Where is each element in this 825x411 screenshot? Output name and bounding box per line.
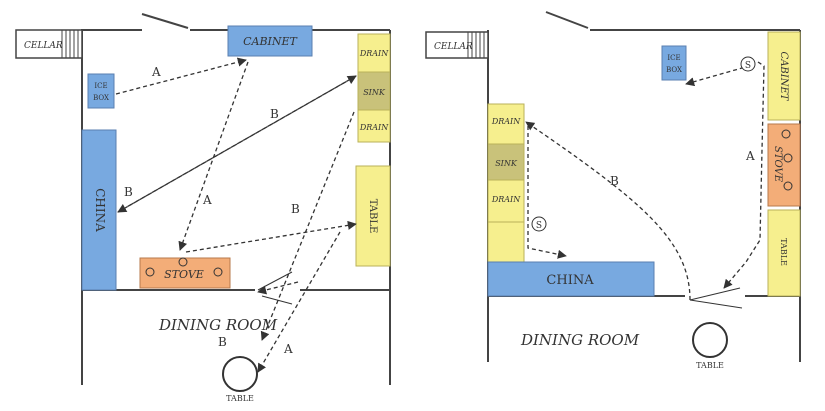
left-path-b3 [185, 220, 357, 253]
left-walls [81, 29, 142, 42]
left-ice-label-1: ICE [94, 82, 107, 90]
left-ice-box [87, 73, 115, 109]
right-path-a [723, 61, 765, 289]
cellar-stairs-left [15, 29, 83, 59]
left-path-b2 [117, 75, 357, 213]
right-door-line-2 [689, 299, 743, 309]
left-sink-label: SINK [363, 88, 386, 97]
right-route-b: B [610, 174, 619, 188]
left-door-line [261, 295, 293, 305]
left-door-swing [141, 13, 189, 29]
right-table-label: TABLE [779, 238, 788, 266]
left-burner-1 [145, 267, 155, 277]
right-stop-mark-1 [531, 216, 547, 232]
right-ice-label-2: BOX [666, 66, 682, 74]
left-door-line-2 [257, 271, 293, 291]
left-path-b4 [260, 111, 355, 341]
right-ice-label-1: ICE [667, 54, 680, 62]
left-china-label: CHINA [93, 188, 107, 232]
right-counter-end [487, 221, 525, 263]
left-burner-3 [213, 267, 223, 277]
left-path-a3 [257, 231, 341, 373]
left-drain-bottom [357, 109, 391, 143]
left-sink [357, 71, 391, 111]
left-burner-2 [178, 257, 188, 267]
right-burner-3 [783, 181, 793, 191]
left-drain-top-label: DRAIN [359, 49, 389, 58]
left-cellar-label: CELLAR [24, 41, 63, 51]
right-table [767, 209, 801, 297]
left-ice-label-2: BOX [93, 94, 109, 102]
left-drain-bottom-label: DRAIN [359, 123, 389, 132]
left-route-b-1: B [270, 107, 279, 121]
right-china-label: CHINA [546, 273, 594, 288]
left-route-b-4: B [218, 335, 227, 349]
left-stove [139, 257, 231, 289]
right-burner-1 [781, 129, 791, 139]
right-drain-bottom [487, 179, 525, 223]
left-route-b-3: B [291, 202, 300, 216]
left-path-a2 [178, 61, 249, 251]
right-sink [487, 143, 525, 181]
left-cabinet-label: CABINET [243, 35, 298, 48]
left-dining-table-label: TABLE [226, 394, 254, 403]
left-china [81, 129, 117, 291]
right-stop-mark-2 [740, 56, 756, 72]
right-cellar-label: CELLAR [434, 42, 473, 52]
plan-left: CELLAR CABINET ICE BOX DRAIN SINK DRAIN … [15, 13, 391, 403]
right-cabinet-label: CABINET [778, 52, 789, 102]
right-door-swing [545, 11, 589, 29]
right-china [487, 261, 655, 297]
right-sink-label: SINK [495, 159, 518, 168]
right-drain-top [487, 103, 525, 145]
right-drain-top-label: DRAIN [491, 117, 521, 126]
left-path-a1 [115, 57, 247, 95]
left-route-a-2: A [202, 193, 212, 207]
right-dining-table-label: TABLE [696, 361, 724, 370]
right-stop-mark-2-label: S [745, 61, 751, 71]
left-table [355, 165, 391, 267]
right-ice-box [661, 45, 687, 81]
right-stop-mark-1-label: S [536, 221, 542, 231]
right-door-line-1 [689, 287, 741, 301]
right-path-b [525, 121, 691, 301]
left-route-a-1: A [151, 65, 161, 79]
right-cabinet [767, 31, 801, 121]
left-route-a-3: A [283, 342, 293, 356]
right-route-a: A [745, 149, 755, 163]
plan-right: CELLAR ICE BOX CABINET STOVE TABLE DRAIN… [425, 11, 801, 370]
left-cabinet [227, 25, 313, 57]
left-route-b-2: B [124, 185, 133, 199]
right-drain-bottom-label: DRAIN [491, 195, 521, 204]
right-dining-table [692, 322, 728, 358]
left-table-label: TABLE [367, 199, 378, 234]
right-burner-2 [783, 153, 793, 163]
left-stove-label: STOVE [164, 268, 204, 281]
right-path-icebox [685, 67, 743, 87]
left-dining-room-label: DINING ROOM [158, 316, 278, 334]
right-dining-room-label: DINING ROOM [520, 331, 640, 349]
cellar-stairs-right [425, 31, 489, 59]
left-path-b1 [117, 75, 357, 213]
left-dining-table [222, 356, 258, 392]
right-path-b-down [527, 126, 567, 259]
right-stove-label: STOVE [772, 146, 783, 183]
